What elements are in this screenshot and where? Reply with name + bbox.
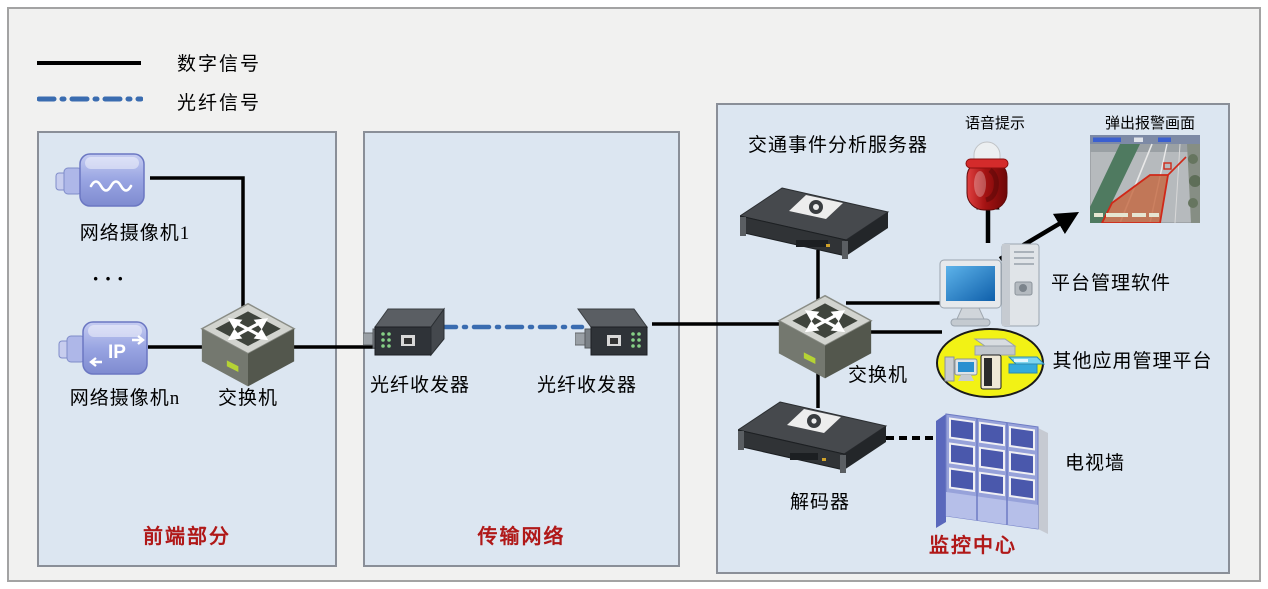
legend-fiber-label: 光纤信号: [177, 93, 262, 114]
zone-monitoring-center-title: 监控中心: [929, 535, 1017, 557]
camera-ip-text: IP: [108, 342, 126, 363]
analysis-server-label: 交通事件分析服务器: [747, 135, 928, 156]
frontend-switch-label: 交换机: [217, 388, 278, 409]
legend-fiber-line: [37, 96, 143, 102]
zone-frontend-title: 前端部分: [143, 526, 231, 548]
decoder-label: 解码器: [789, 492, 850, 513]
workstation-icon: [939, 243, 1040, 327]
cctv-alarm-image: [1090, 135, 1200, 223]
other-platform-icon: [936, 328, 1045, 398]
fiber-transceiver-icon: [363, 307, 445, 357]
other-platform-label: 其他应用管理平台: [1052, 351, 1213, 372]
ip-camera-icon: IP: [58, 321, 148, 375]
center-switch-label: 交换机: [847, 365, 908, 386]
alarm-popup-label: 弹出报警画面: [1104, 116, 1195, 132]
analysis-server-icon: [740, 187, 890, 259]
more-cameras-ellipsis: ···: [92, 266, 130, 291]
switch-icon: [200, 302, 296, 387]
voice-prompt-label: 语音提示: [964, 116, 1025, 132]
camera1-label: 网络摄像机1: [79, 223, 191, 244]
platform-software-label: 平台管理软件: [1050, 273, 1171, 294]
ip-camera-icon: [55, 153, 145, 207]
alarm-siren-icon: [965, 141, 1009, 211]
transceiver-left-label: 光纤收发器: [369, 375, 470, 396]
decoder-icon: [738, 401, 888, 473]
tv-wall-label: 电视墙: [1064, 453, 1125, 474]
cameraN-label: 网络摄像机n: [69, 388, 181, 409]
transceiver-right-label: 光纤收发器: [536, 375, 637, 396]
zone-transmission-title: 传输网络: [477, 526, 566, 548]
tv-wall-icon: [936, 413, 1048, 534]
fiber-transceiver-icon: [575, 308, 648, 356]
legend-digital-label: 数字信号: [177, 54, 262, 75]
legend-digital-line: [37, 61, 141, 65]
